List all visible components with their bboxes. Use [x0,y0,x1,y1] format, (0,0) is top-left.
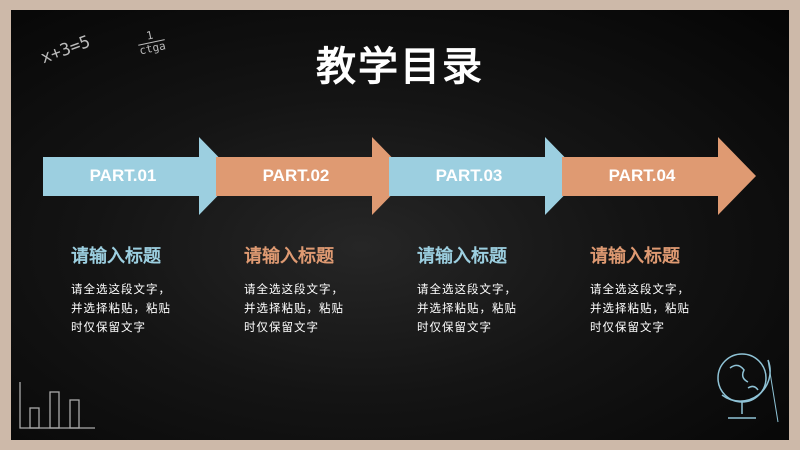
body-line: 时仅保留文字 [417,320,492,334]
section-body: 请全选这段文字， 并选择粘贴，粘贴 时仅保留文字 [590,280,760,337]
part-label-4: PART.04 [608,166,676,185]
page-title: 教学目录 [316,44,484,90]
arrow-shape-3 [389,137,583,215]
section-2: 请输入标题 请全选这段文字， 并选择粘贴，粘贴 时仅保留文字 [244,242,414,337]
body-line: 并选择粘贴，粘贴 [71,301,171,315]
bar-chart-doodle-icon [19,382,95,429]
body-line: 并选择粘贴，粘贴 [417,301,517,315]
section-1: 请输入标题 请全选这段文字， 并选择粘贴，粘贴 时仅保留文字 [71,242,241,337]
body-line: 并选择粘贴，粘贴 [590,301,690,315]
body-line: 时仅保留文字 [244,320,319,334]
section-3: 请输入标题 请全选这段文字， 并选择粘贴，粘贴 时仅保留文字 [417,242,587,337]
body-line: 请全选这段文字， [244,282,344,296]
section-heading: 请输入标题 [590,246,680,267]
body-line: 时仅保留文字 [590,320,665,334]
arrow-shape-2 [216,137,410,215]
section-4: 请输入标题 请全选这段文字， 并选择粘贴，粘贴 时仅保留文字 [590,242,760,337]
section-body: 请全选这段文字， 并选择粘贴，粘贴 时仅保留文字 [417,280,587,337]
blackboard [11,10,789,440]
section-heading: 请输入标题 [417,246,507,267]
body-line: 请全选这段文字， [590,282,690,296]
body-line: 请全选这段文字， [417,282,517,296]
part-label-3: PART.03 [435,166,503,185]
section-body: 请全选这段文字， 并选择粘贴，粘贴 时仅保留文字 [71,280,241,337]
section-heading: 请输入标题 [244,246,334,267]
body-line: 并选择粘贴，粘贴 [244,301,344,315]
section-heading: 请输入标题 [71,246,161,267]
part-label-1: PART.01 [89,166,157,185]
part-label-2: PART.02 [262,166,330,185]
body-line: 请全选这段文字， [71,282,171,296]
globe-doodle-icon [717,353,779,423]
body-line: 时仅保留文字 [71,320,146,334]
arrow-shape-4 [562,137,756,215]
section-body: 请全选这段文字， 并选择粘贴，粘贴 时仅保留文字 [244,280,414,337]
arrow-shape-1 [43,137,237,215]
